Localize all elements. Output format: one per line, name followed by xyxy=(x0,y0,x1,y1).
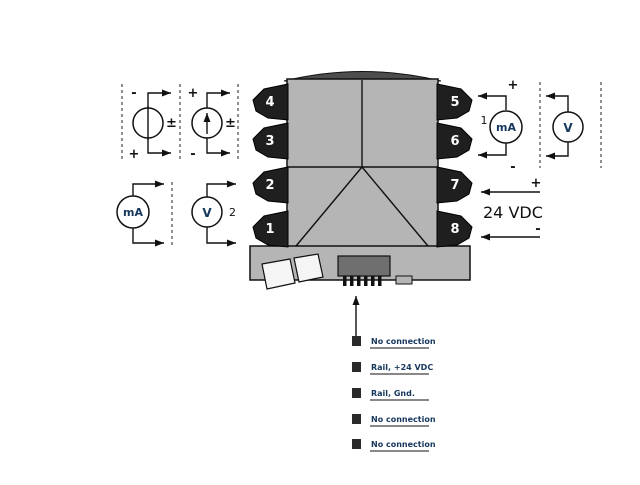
channel2-current-top-wire xyxy=(132,180,164,196)
bottom-plug-left xyxy=(261,258,296,290)
current-source-top-wire xyxy=(147,89,171,108)
channel2-voltage-top-wire xyxy=(206,180,236,197)
channel1-number: 1 xyxy=(481,114,488,127)
channel2-voltage-meter: V 2 xyxy=(191,180,236,247)
bottom-plug-right xyxy=(293,253,324,283)
terminal-5: 5 xyxy=(436,83,473,121)
channel2-meter-options: mA V 2 xyxy=(116,180,236,248)
terminal-5-block xyxy=(436,83,473,121)
terminal-4: 4 xyxy=(252,83,289,121)
pin-row-4: No connection xyxy=(352,414,436,427)
channel2-voltage-bottom-wire xyxy=(206,227,236,247)
channel1-voltage-label: V xyxy=(563,121,573,135)
terminal-6-number: 6 xyxy=(450,134,459,149)
pin-icon xyxy=(352,439,361,449)
terminal-4-number: 4 xyxy=(265,95,274,110)
terminal-2: 2 xyxy=(252,166,289,204)
channel1-current-bottom-wire xyxy=(478,143,507,159)
pin-icon xyxy=(352,362,361,372)
device xyxy=(249,71,471,290)
terminal-6: 6 xyxy=(436,122,473,160)
terminal-6-block xyxy=(436,122,473,160)
left-terminals: 4 3 2 1 xyxy=(252,83,289,248)
voltage-source-option: + - ± xyxy=(188,86,236,162)
channel1-plus-sign: + xyxy=(508,78,519,93)
channel1-output-options: mA 1 + - V xyxy=(478,78,602,175)
rail-clip-tab xyxy=(395,275,413,285)
current-source-side-sign: ± xyxy=(166,116,177,131)
rail-connector-block xyxy=(337,255,391,277)
rail-pinout: No connection Rail, +24 VDC Rail, Gnd. N… xyxy=(352,296,436,452)
channel1-voltage-meter: V xyxy=(546,92,584,160)
terminal-4-block xyxy=(252,83,289,121)
pin-row-1: No connection xyxy=(352,336,436,349)
channel1-current-meter: mA 1 + - xyxy=(478,78,523,175)
pin-label: Rail, +24 VDC xyxy=(371,363,433,372)
pin-icon xyxy=(352,414,361,424)
volt-meter-icon xyxy=(191,196,223,228)
channel2-current-meter: mA xyxy=(116,180,164,247)
pin-label: No connection xyxy=(371,415,436,424)
power-supply-label: 24 VDC xyxy=(483,203,543,222)
channel1-current-top-wire xyxy=(478,92,507,110)
voltage-source-bottom-wire xyxy=(206,138,230,157)
terminal-7: 7 xyxy=(436,166,473,204)
pin-row-2: Rail, +24 VDC xyxy=(352,362,433,375)
input-source-options: - + ± + - ± xyxy=(121,84,239,162)
channel2-current-label: mA xyxy=(123,206,143,219)
voltage-source-bottom-sign: - xyxy=(190,147,195,162)
terminal-2-number: 2 xyxy=(265,178,274,193)
power-minus-sign: - xyxy=(535,222,540,237)
channel1-voltage-bottom-wire xyxy=(546,142,569,160)
power-supply: + 24 VDC - xyxy=(481,176,543,241)
terminal-8-number: 8 xyxy=(450,222,459,237)
voltage-source-side-sign: ± xyxy=(225,116,236,131)
terminal-7-block xyxy=(436,166,473,204)
channel1-voltage-top-wire xyxy=(546,92,569,112)
terminal-1-block xyxy=(252,210,289,248)
pin-row-5: No connection xyxy=(352,439,436,452)
milliamp-meter-icon xyxy=(489,110,523,144)
terminal-8-block xyxy=(436,210,473,248)
pin-row-3: Rail, Gnd. xyxy=(352,388,429,401)
current-source-top-sign: - xyxy=(131,86,136,101)
terminal-5-number: 5 xyxy=(450,95,459,110)
terminal-1: 1 xyxy=(252,210,289,248)
pin-label: No connection xyxy=(371,440,436,449)
channel2-voltage-label: V xyxy=(202,206,212,220)
terminal-3-number: 3 xyxy=(265,134,274,149)
current-source-option: - + ± xyxy=(129,86,177,162)
power-plus-sign: + xyxy=(531,176,542,191)
terminal-8: 8 xyxy=(436,210,473,248)
terminal-3-block xyxy=(252,122,289,160)
rail-connector-pins xyxy=(343,276,382,286)
channel1-minus-sign: - xyxy=(510,160,515,175)
terminal-1-number: 1 xyxy=(265,222,274,237)
pin-icon xyxy=(352,336,361,346)
channel2-current-bottom-wire xyxy=(132,228,164,247)
terminal-7-number: 7 xyxy=(450,178,459,193)
voltage-source-top-wire xyxy=(206,89,230,108)
right-terminals: 5 6 7 8 xyxy=(436,83,473,248)
volt-meter-icon xyxy=(552,111,584,143)
pin-label: Rail, Gnd. xyxy=(371,389,415,398)
pin-label: No connection xyxy=(371,337,436,346)
terminal-2-block xyxy=(252,166,289,204)
channel1-current-label: mA xyxy=(496,121,516,134)
voltage-source-top-sign: + xyxy=(188,86,199,101)
current-source-bottom-sign: + xyxy=(129,147,140,162)
device-section-dividers xyxy=(288,80,437,247)
terminal-3: 3 xyxy=(252,122,289,160)
channel2-number: 2 xyxy=(229,206,236,219)
milliamp-meter-icon xyxy=(116,195,150,229)
current-source-bottom-wire xyxy=(147,138,171,157)
pin-icon xyxy=(352,388,361,398)
